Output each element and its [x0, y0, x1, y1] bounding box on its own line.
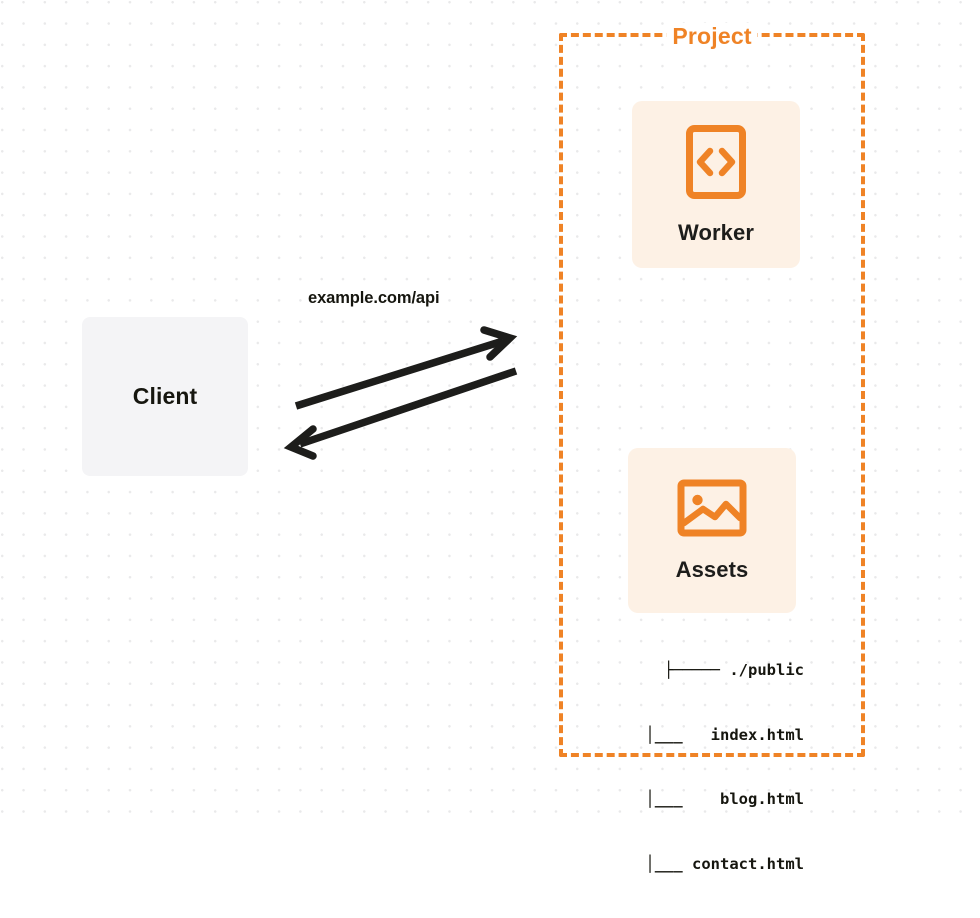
assets-node[interactable]: Assets	[628, 448, 796, 613]
diagram-canvas: Client example.com/api Project Worker	[0, 0, 980, 873]
project-boundary: Project	[559, 23, 865, 757]
image-picture-icon	[677, 479, 747, 542]
response-arrow	[283, 367, 518, 460]
file-tree-row: │___ contact.html	[645, 854, 804, 873]
assets-node-label: Assets	[675, 556, 749, 582]
file-tree-row: │___ index.html	[645, 725, 804, 744]
connection-label: example.com/api	[308, 289, 440, 307]
file-tree-row: ├───── ./public	[664, 661, 804, 679]
file-tree-row: │___ blog.html	[645, 790, 804, 808]
code-brackets-icon	[685, 124, 747, 205]
worker-node[interactable]: Worker	[632, 101, 800, 268]
worker-node-label: Worker	[678, 219, 754, 245]
client-node[interactable]: Client	[82, 317, 248, 476]
client-node-label: Client	[132, 383, 198, 409]
project-title: Project	[666, 23, 758, 50]
request-arrow	[294, 326, 518, 410]
assets-file-tree: ├───── ./public │___ index.html │___ blo…	[604, 617, 804, 918]
